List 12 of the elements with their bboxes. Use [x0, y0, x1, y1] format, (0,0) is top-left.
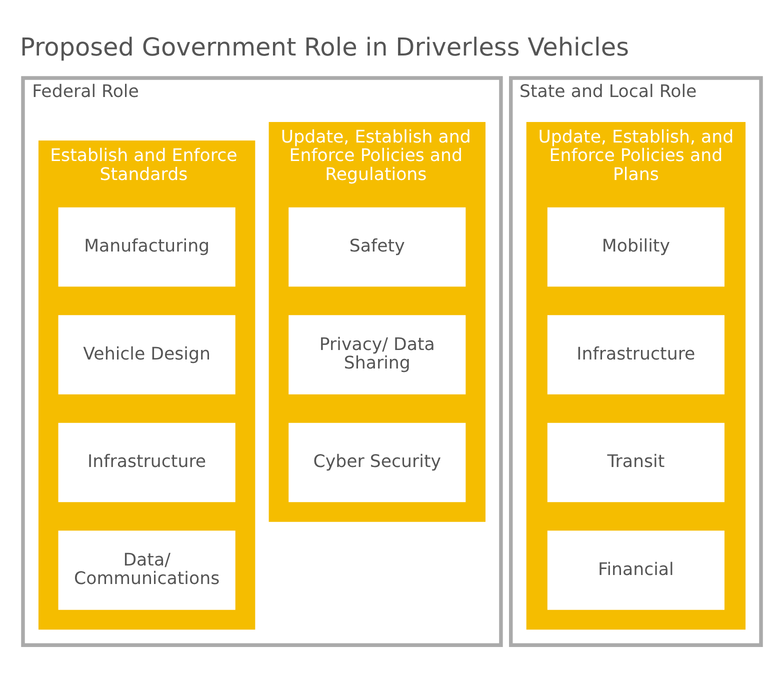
- node-box: Financial: [546, 529, 726, 612]
- node-box: Infrastructure: [57, 422, 237, 504]
- node-box: Data/ Communications: [57, 529, 237, 612]
- node-box: Transit: [546, 422, 726, 504]
- node-box: Cyber Security: [287, 422, 467, 504]
- node-box: Mobility: [546, 206, 726, 288]
- node-box: Manufacturing: [57, 206, 237, 288]
- node-box: Privacy/ Data Sharing: [287, 314, 467, 396]
- node-box: Infrastructure: [546, 314, 726, 396]
- node-box: Safety: [287, 206, 467, 288]
- diagram-title: Proposed Government Role in Driverless Vehicles: [20, 32, 630, 62]
- node-box: Vehicle Design: [57, 314, 237, 396]
